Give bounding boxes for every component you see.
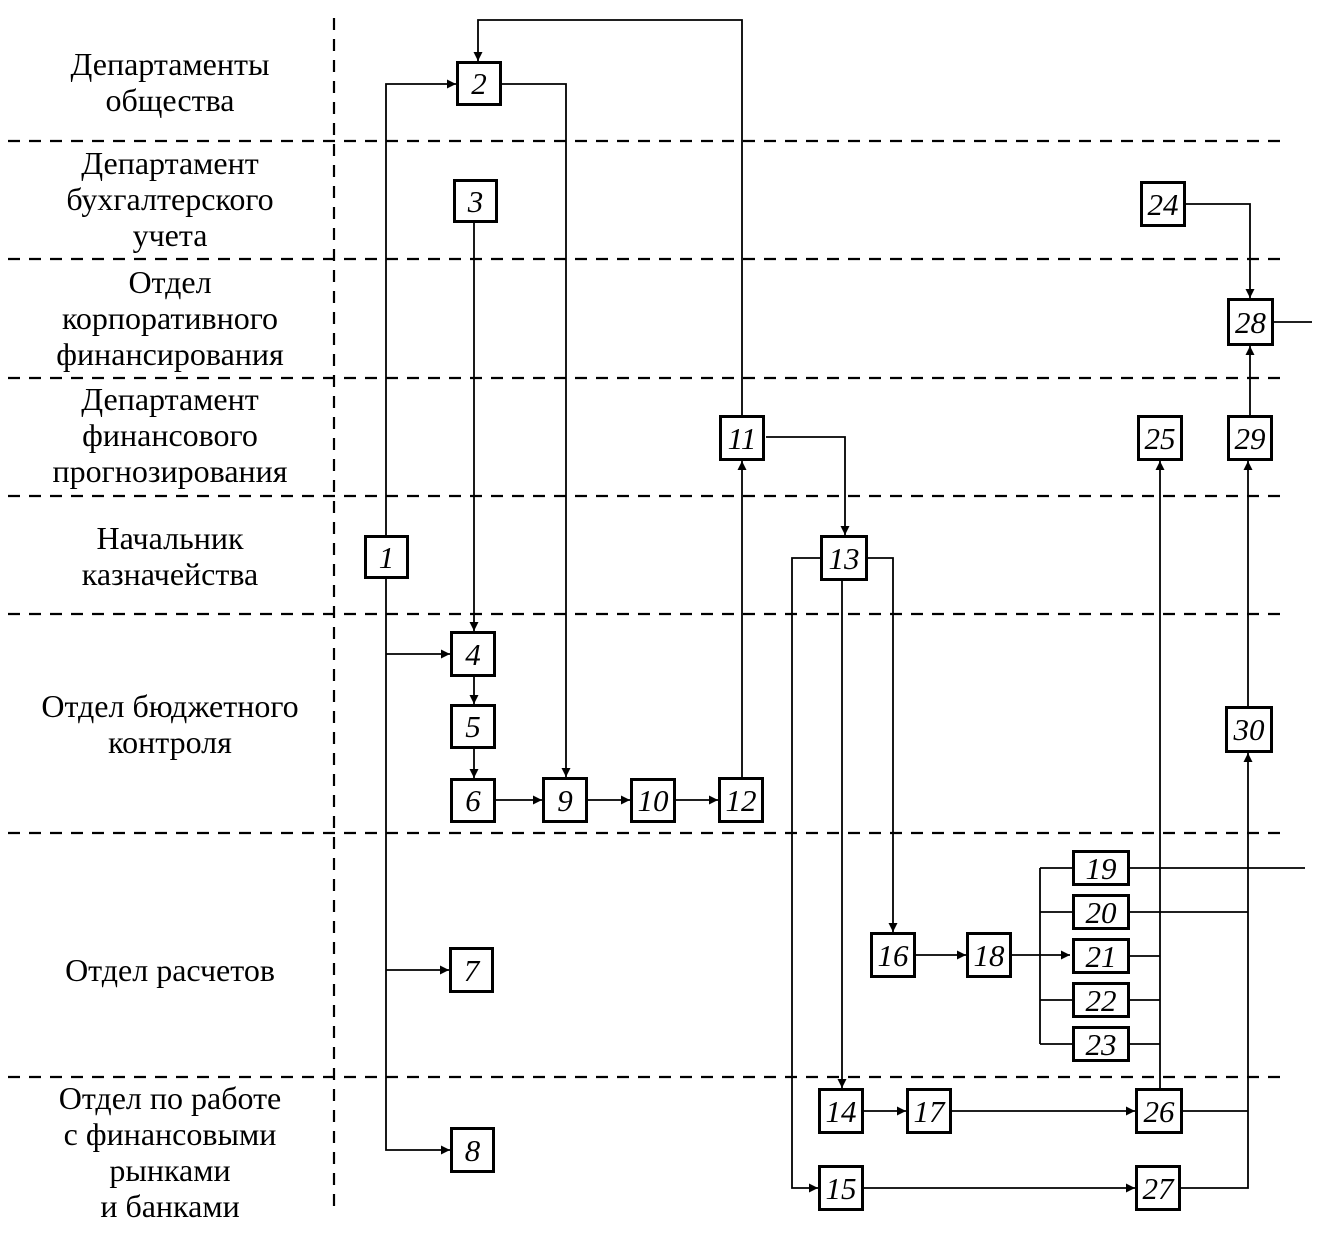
edge-13-15 [791,557,820,1193]
lane-label-forecasting: Департамент финансового прогнозирования [52,381,288,489]
edge-11-13 [766,436,850,535]
lane-label-accounting: Департамент бухгалтерского учета [66,145,274,253]
process-node-9: 9 [542,777,588,823]
edge-2-9 [502,83,571,777]
process-node-19: 19 [1072,850,1130,886]
process-node-7: 7 [449,947,494,993]
edge-1-2 [385,79,456,537]
process-node-18: 18 [966,932,1012,978]
process-node-12: 12 [718,777,764,823]
process-node-3: 3 [453,179,498,223]
process-node-22: 22 [1072,982,1130,1018]
process-node-4: 4 [450,631,496,677]
connectors [385,19,1312,1193]
process-node-29: 29 [1227,415,1273,461]
process-node-16: 16 [870,932,916,978]
process-node-21: 21 [1072,938,1130,974]
process-node-11: 11 [719,415,765,461]
edge-24-28 [1186,203,1255,298]
process-node-28: 28 [1227,298,1274,346]
process-node-20: 20 [1072,894,1130,930]
process-node-13: 13 [820,535,868,581]
edge-1-8 [385,578,450,1155]
process-node-6: 6 [450,778,496,823]
lane-label-treasury-head: Начальник казначейства [81,520,259,592]
process-node-2: 2 [456,61,502,106]
edge-13-16 [868,557,898,932]
lane-label-markets-banks: Отдел по работе с финансовыми рынками и … [58,1080,282,1224]
process-node-25: 25 [1137,415,1183,461]
lane-label-budget-control: Отдел бюджетного контроля [41,688,299,760]
process-node-14: 14 [818,1088,864,1134]
process-node-27: 27 [1135,1165,1181,1211]
process-node-17: 17 [906,1088,952,1134]
process-node-5: 5 [450,704,496,749]
process-node-30: 30 [1225,706,1273,753]
process-node-24: 24 [1140,181,1186,227]
edge-11-2 [473,19,743,415]
process-node-10: 10 [630,778,676,823]
lane-label-corporate-finance: Отдел корпоративного финансирования [56,264,284,372]
process-node-8: 8 [450,1127,495,1173]
lane-label-settlements: Отдел расчетов [65,952,275,988]
process-node-26: 26 [1135,1088,1183,1134]
process-node-15: 15 [818,1165,864,1211]
process-node-1: 1 [364,535,409,579]
process-node-23: 23 [1072,1026,1130,1062]
lane-label-departments: Департаменты общества [70,46,270,118]
edge-27-30 [1181,753,1253,1189]
